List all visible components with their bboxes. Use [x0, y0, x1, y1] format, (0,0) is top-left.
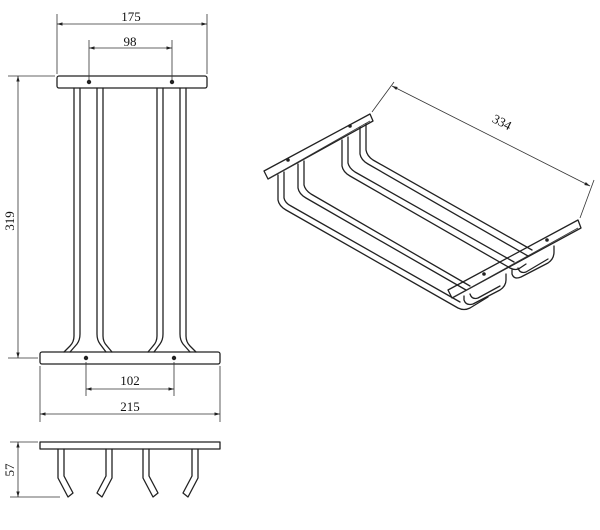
rail-left-inner-2	[102, 87, 113, 353]
hook-1	[57, 448, 74, 498]
iso-rail-inner-1	[297, 163, 467, 291]
iso-back-bar-edge	[267, 120, 371, 180]
iso-loop-2b	[517, 258, 549, 274]
iso-hole	[545, 238, 549, 242]
iso-rail-outer-4	[365, 123, 533, 251]
dim-label-length: 334	[490, 111, 515, 133]
hook-4	[182, 448, 199, 498]
side-view: 57	[2, 441, 221, 498]
iso-front-bar-edge	[451, 227, 579, 299]
dim-label-top-width: 175	[121, 9, 141, 24]
rail-left-inner	[96, 87, 107, 353]
top-bar	[56, 75, 208, 89]
dim-label-top-hole-spacing: 98	[124, 34, 137, 49]
front-view: 175 98 319 102 215	[2, 9, 221, 422]
iso-rail-outer-1	[277, 174, 489, 311]
iso-rail-outer-3	[359, 126, 529, 257]
iso-rail-inner-2	[303, 160, 471, 287]
iso-hole	[482, 272, 486, 276]
rail-left-outer-inner	[69, 87, 81, 353]
iso-loop-1	[463, 273, 507, 306]
ext-line	[371, 81, 395, 113]
iso-hole	[286, 158, 290, 162]
dim-line-334	[391, 85, 591, 187]
isometric-view: 334	[263, 81, 595, 311]
dim-label-height: 319	[2, 211, 17, 231]
ext-line	[579, 179, 595, 219]
top-hole-right	[169, 79, 175, 85]
iso-rail-inner-4	[347, 136, 515, 263]
hook-2	[96, 448, 113, 498]
dim-label-bottom-hole-spacing: 102	[120, 373, 140, 388]
iso-loop-2	[511, 245, 555, 279]
side-bar	[39, 441, 221, 450]
iso-hole	[348, 124, 352, 128]
dim-label-depth: 57	[2, 463, 17, 477]
iso-rail-outer-2	[283, 171, 461, 303]
bottom-hole-left	[83, 355, 89, 361]
iso-loop-1b	[469, 285, 501, 300]
iso-back-bar	[263, 113, 374, 180]
rail-right-inner	[147, 87, 158, 353]
rail-right-inner-2	[153, 87, 164, 353]
rail-right-outer	[179, 87, 191, 353]
rail-right-outer-2	[185, 87, 197, 353]
bottom-hole-right	[171, 355, 177, 361]
bottom-bar	[39, 351, 221, 365]
rail-left-outer	[63, 87, 75, 353]
top-hole-left	[86, 79, 92, 85]
dim-label-bottom-width: 215	[120, 399, 140, 414]
iso-front-bar	[447, 219, 582, 299]
hook-3	[142, 448, 159, 498]
